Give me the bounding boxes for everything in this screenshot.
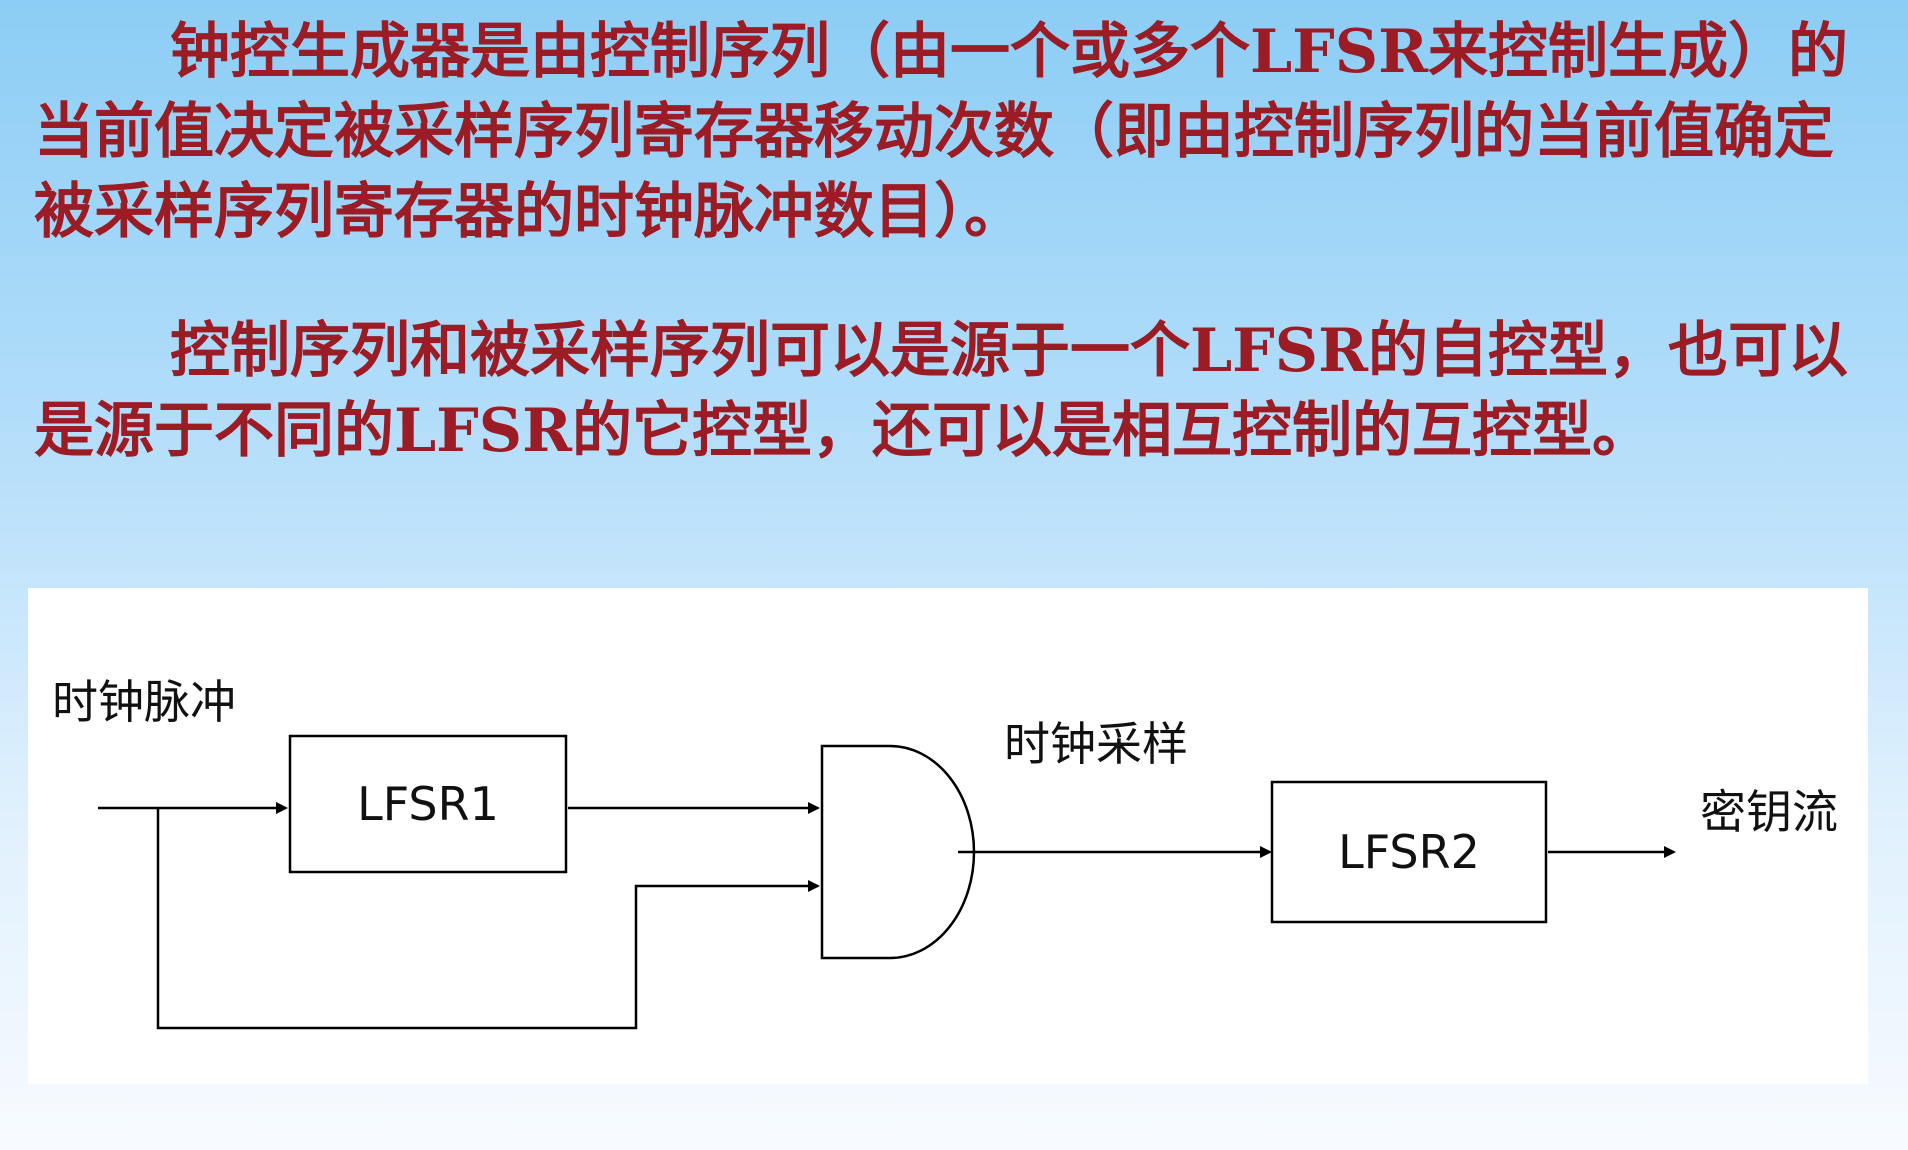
lfsr1-box bbox=[288, 734, 568, 874]
diagram-canvas: LFSR1 LFSR2 时钟脉冲 时钟采样 密钥流 bbox=[52, 675, 1838, 1030]
clock-pulse-label: 时钟脉冲 bbox=[52, 675, 236, 729]
lfsr2-box bbox=[1270, 780, 1548, 924]
lfsr1-label: LFSR1 bbox=[357, 777, 499, 831]
paragraph-control-types: 控制序列和被采样序列可以是源于一个LFSR的自控型，也可以是源于不同的LFSR的… bbox=[34, 316, 1848, 466]
clock-feedback-path bbox=[156, 808, 820, 1030]
keystream-label: 密钥流 bbox=[1700, 785, 1838, 839]
lfsr2-label: LFSR2 bbox=[1338, 825, 1480, 879]
clock-controlled-generator-diagram: LFSR1 LFSR2 时钟脉冲 时钟采样 密钥流 bbox=[28, 588, 1868, 1084]
and-gate bbox=[820, 744, 976, 960]
clock-sample-label: 时钟采样 bbox=[1004, 717, 1188, 771]
paragraph-clock-controlled-generator: 钟控生成器是由控制序列（由一个或多个LFSR来控制生成）的当前值决定被采样序列寄… bbox=[34, 17, 1848, 247]
